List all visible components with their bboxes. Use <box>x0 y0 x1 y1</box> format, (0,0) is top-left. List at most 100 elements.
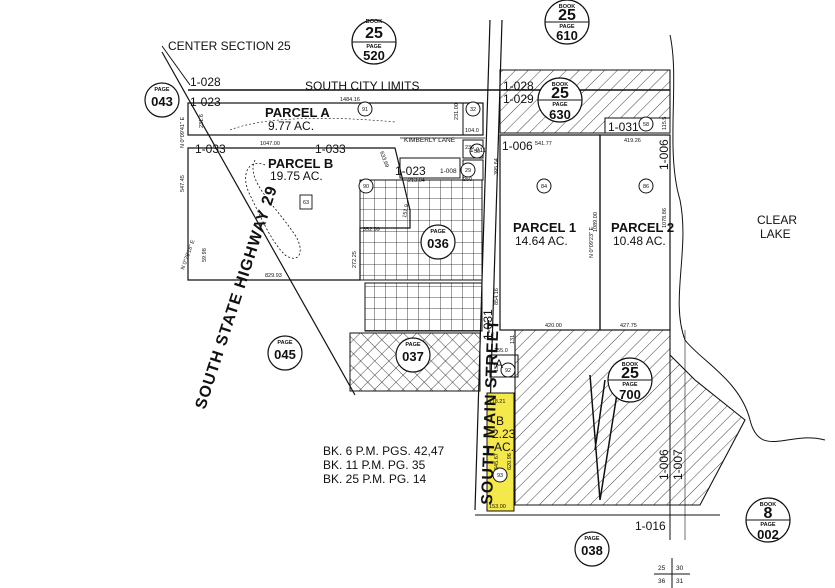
svg-text:PAGE: PAGE <box>405 342 421 348</box>
page-ref-045[interactable]: PAGE 045 <box>267 335 303 371</box>
book-ref-002[interactable]: BOOK 8 PAGE 002 <box>745 497 791 543</box>
dimension: 115.5 <box>662 117 668 130</box>
dimension: 419.26 <box>624 138 641 144</box>
svg-text:PAGE: PAGE <box>154 87 170 93</box>
dimension: 118.21 <box>489 399 505 405</box>
lot-code: 1-006 <box>657 449 671 480</box>
dimension: 151.9 <box>402 204 410 219</box>
parcel-number: 32 <box>470 107 476 113</box>
svg-text:PAGE: PAGE <box>584 536 600 542</box>
section-corner: 30 <box>676 565 684 572</box>
svg-text:BOOK: BOOK <box>366 19 383 25</box>
street-a-label: A <box>495 357 503 371</box>
parcel-a-small <box>489 354 519 378</box>
lot-code: 1-008 <box>440 168 457 175</box>
parcel-number: 93 <box>497 473 503 479</box>
dimension: 250 <box>463 177 472 183</box>
lot-code: 1-023 <box>395 164 426 178</box>
svg-text:BOOK: BOOK <box>559 4 576 10</box>
reference-line: BK. 25 P.M. PG. 14 <box>323 472 426 486</box>
page-ref-036[interactable]: PAGE 036 <box>420 224 456 260</box>
clear-label: CLEAR <box>757 213 797 227</box>
book-ref-520[interactable]: BOOK 25 PAGE 520 <box>351 19 397 65</box>
dimension: 153.00 <box>489 504 506 510</box>
dimension: 395.64 <box>494 158 500 175</box>
page-ref-043[interactable]: PAGE 043 <box>144 82 180 118</box>
section-leader-line <box>161 45 191 86</box>
book-ref-700[interactable]: BOOK 25 PAGE 700 <box>607 357 653 403</box>
dimension: 59.98 <box>202 248 208 262</box>
dimension: 1484.16 <box>340 97 360 103</box>
highlight-b-label: B <box>496 414 504 428</box>
parcel-number: 84 <box>541 184 547 190</box>
dimension: 420.00 <box>545 323 562 329</box>
dimension: 829.93 <box>265 273 282 279</box>
lot-code: 1-033 <box>315 142 346 156</box>
dimension: 104.0 <box>465 128 479 134</box>
svg-text:037: 037 <box>402 349 424 364</box>
parcel-number: 92 <box>505 368 511 374</box>
parcel-b-acreage: 19.75 AC. <box>270 169 323 183</box>
lot-code: 1-033 <box>195 142 226 156</box>
city-limits-label: SOUTH CITY LIMITS <box>305 79 419 93</box>
svg-text:PAGE: PAGE <box>366 44 382 50</box>
svg-text:PAGE: PAGE <box>559 24 575 30</box>
highlight-ac-unit: AC. <box>494 440 514 454</box>
svg-text:PAGE: PAGE <box>622 382 638 388</box>
lot-code: 1-006 <box>502 139 533 153</box>
dimension: 155.0 <box>494 348 508 354</box>
lot-code: 1-006 <box>657 139 671 170</box>
parcel-a-acreage: 9.77 AC. <box>268 119 314 133</box>
svg-text:038: 038 <box>581 543 603 558</box>
svg-text:25: 25 <box>365 25 383 42</box>
svg-text:043: 043 <box>151 94 173 109</box>
dimension: N 0°09'23" E <box>589 226 595 258</box>
lot-code: 1-011 <box>470 147 487 154</box>
dimension: 620.96 <box>507 453 513 470</box>
lot-code: 1-023 <box>190 95 221 109</box>
svg-text:25: 25 <box>551 85 569 102</box>
dimension: 541.77 <box>535 141 552 147</box>
main-street-label: SOUTH MAIN STREET <box>479 319 502 505</box>
svg-text:25: 25 <box>558 7 576 24</box>
diag-area-700 <box>514 329 746 506</box>
lake-label: LAKE <box>760 227 791 241</box>
svg-text:25: 25 <box>621 365 639 382</box>
svg-text:PAGE: PAGE <box>430 229 446 235</box>
lot-code: 1-029 <box>503 92 534 106</box>
svg-text:BOOK: BOOK <box>760 502 777 508</box>
highlighted-parcel-b[interactable] <box>486 392 515 512</box>
parcel-number: 91 <box>362 107 368 113</box>
parcel-number: 86 <box>643 184 649 190</box>
lake-shoreline <box>669 34 826 442</box>
book-ref-610[interactable]: BOOK 25 PAGE 610 <box>544 0 590 45</box>
lot-code: 1-031 <box>481 309 495 340</box>
lot-code: 1-028 <box>503 79 534 93</box>
dimension: 231.00 <box>454 103 460 120</box>
svg-text:PAGE: PAGE <box>760 522 776 528</box>
lot-code: 1-016 <box>635 519 666 533</box>
dimension: 427.75 <box>620 323 637 329</box>
grid-area-036 <box>359 179 483 281</box>
svg-text:PAGE: PAGE <box>552 102 568 108</box>
dimension: 854.16 <box>494 288 500 305</box>
dimension: 213.04 <box>408 178 425 184</box>
svg-text:036: 036 <box>427 236 449 251</box>
svg-text:700: 700 <box>619 387 641 402</box>
dimension: 153 <box>494 363 500 372</box>
book-ref-630[interactable]: BOOK 25 PAGE 630 <box>537 77 583 123</box>
lot-code: 1-028 <box>190 75 221 89</box>
parcel-63-box <box>299 194 313 210</box>
svg-text:630: 630 <box>549 107 571 122</box>
page-ref-037[interactable]: PAGE 037 <box>395 337 431 373</box>
parcel-1-acreage: 14.64 AC. <box>515 234 568 248</box>
parcel-number: 29 <box>465 168 471 174</box>
dimension: 547.45 <box>180 175 186 192</box>
page-ref-038[interactable]: PAGE 038 <box>574 531 610 567</box>
parcel-number: 63 <box>303 200 309 206</box>
kimberly-lane-label: KIMBERLY LANE <box>404 137 456 144</box>
dimension: 352.99 <box>363 227 380 233</box>
svg-text:045: 045 <box>274 347 296 362</box>
